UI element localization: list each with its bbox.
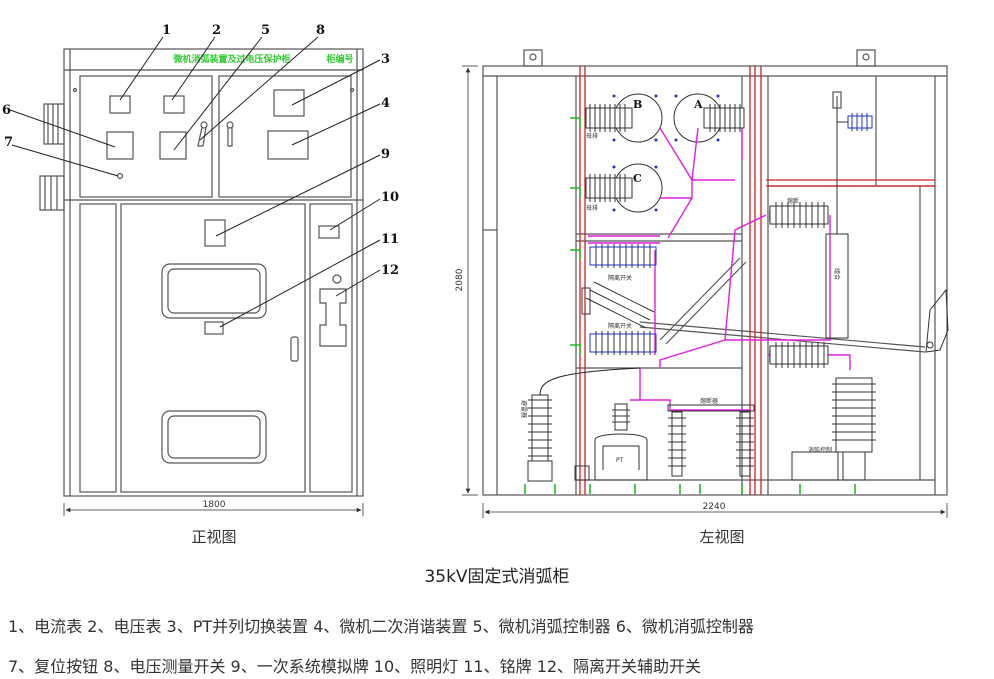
side-bushing-top	[43, 103, 65, 145]
label-top-tag: 熔断	[787, 197, 799, 205]
legend-line-1: 1、电流表 2、电压表 3、PT并列切换装置 4、微机二次消谐装置 5、微机消弧…	[8, 617, 754, 636]
label-pt: PT	[616, 457, 624, 464]
lamp	[318, 225, 340, 239]
phase-labels: B A C	[633, 98, 703, 185]
callout-9: 9	[381, 147, 390, 162]
door-tag	[204, 321, 224, 335]
phase-c-label: C	[633, 172, 642, 185]
front-width-dimension	[63, 503, 364, 516]
upper-left-panel	[79, 75, 213, 198]
side-height-dimension	[462, 65, 478, 496]
blue-dots	[612, 94, 720, 212]
bottom-arrester	[527, 367, 641, 482]
fuse-assembly	[667, 404, 755, 477]
label-bus1: 母排	[586, 132, 598, 140]
side-height-label: 2080	[455, 268, 465, 291]
pt-unit	[574, 403, 648, 481]
right-lower-insulator	[769, 342, 829, 368]
side-handle[interactable]	[925, 288, 949, 353]
callout-2: 2	[212, 23, 221, 38]
phase-b-label: B	[633, 98, 642, 111]
bushing-left-c	[585, 174, 633, 202]
label-sw1: 隔离开关	[608, 274, 632, 282]
label-sw2: 隔离开关	[608, 322, 632, 330]
bushing-right-a	[703, 104, 745, 132]
arc-controller-mid	[159, 131, 187, 160]
middle-components	[527, 91, 949, 482]
drawing-canvas: 微机消弧装置及过电压保护柜 柜编号 1800 1 2 3 4 5 6 7 8 9…	[2, 23, 949, 518]
harmonic-device	[267, 130, 309, 160]
label-bus2: 母排	[586, 204, 598, 212]
top-bushings	[585, 93, 745, 213]
side-cabinet-outline	[482, 65, 948, 496]
side-width-dimension	[482, 503, 948, 518]
reset-button[interactable]	[116, 172, 124, 180]
label-vertical: 组合	[833, 268, 841, 280]
current-meter	[109, 95, 131, 114]
lower-right-panel	[309, 203, 353, 493]
lower-switch	[589, 331, 657, 355]
callout-1: 1	[162, 23, 171, 38]
isolation-handle[interactable]	[319, 288, 347, 347]
upper-right-panel	[218, 75, 352, 198]
side-small-labels: 母排 母排 熔断 隔离开关 隔离开关 PT 熔断器 消弧控制	[586, 132, 832, 464]
label-arrester: 避雷器	[520, 400, 528, 418]
side-bushing-bottom	[39, 175, 65, 211]
callout-11: 11	[381, 232, 399, 247]
bushing-left-b	[585, 104, 633, 132]
lifting-lug-left	[523, 49, 543, 67]
callout-6: 6	[2, 103, 11, 118]
magenta-wiring	[588, 127, 851, 411]
front-header-left: 微机消弧装置及过电压保护柜	[172, 53, 290, 65]
voltage-switch[interactable]	[197, 121, 234, 147]
callout-numbers: 1 2 3 4 5 6 7 8 9 10 11 12	[2, 23, 399, 278]
front-cabinet-outline	[63, 48, 364, 497]
arc-controller-left	[106, 131, 134, 160]
control-box	[791, 451, 839, 481]
callout-12: 12	[381, 263, 399, 278]
lower-left-panel	[79, 203, 117, 493]
door-handle[interactable]	[290, 336, 299, 362]
side-view-caption: 左视图	[699, 528, 745, 546]
voltage-meter	[163, 95, 185, 114]
callout-8: 8	[316, 23, 325, 38]
front-width-label: 1800	[203, 500, 226, 510]
callout-3: 3	[381, 52, 390, 67]
side-width-label: 2240	[703, 502, 726, 512]
mimic-board	[204, 219, 226, 247]
page-title: 35kV固定式消弧柜	[424, 567, 570, 587]
pt-switch-device	[273, 89, 305, 117]
phase-a-label: A	[693, 98, 703, 111]
front-header-right: 柜编号	[325, 53, 353, 65]
main-door	[120, 203, 306, 493]
callout-leaders	[9, 36, 381, 328]
label-fuse: 熔断器	[700, 397, 718, 405]
callout-4: 4	[381, 96, 390, 111]
front-view-caption: 正视图	[191, 528, 237, 546]
angled-fuse	[581, 281, 655, 329]
green-markers	[524, 117, 856, 494]
upper-switch	[589, 244, 657, 268]
right-upper-insulator	[769, 202, 829, 228]
right-stack	[832, 377, 876, 481]
label-cabinet-box: 消弧控制	[808, 446, 832, 454]
legend-line-2: 7、复位按钮 8、电压测量开关 9、一次系统模拟牌 10、照明灯 11、铭牌 1…	[8, 657, 702, 676]
top-right-insulator	[847, 113, 873, 131]
callout-10: 10	[381, 190, 399, 205]
callout-7: 7	[4, 135, 13, 150]
front-view	[39, 48, 364, 497]
red-busbars	[579, 66, 935, 495]
callout-5: 5	[261, 23, 270, 38]
side-view	[482, 49, 948, 496]
lifting-lug-right	[856, 49, 876, 67]
